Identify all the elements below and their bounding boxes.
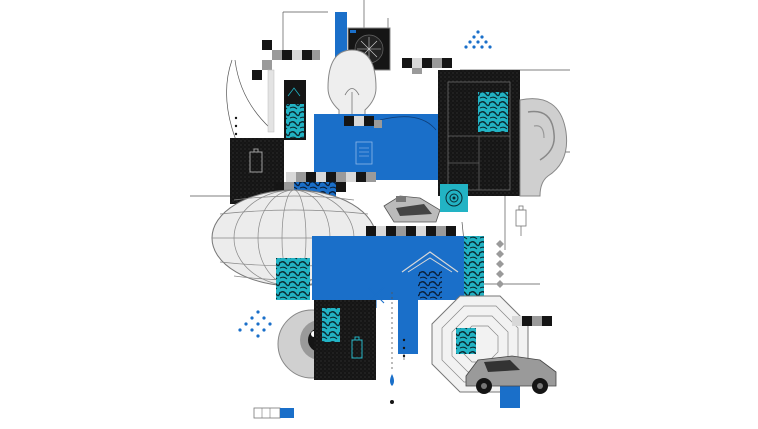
usb-drive-icon: [515, 205, 527, 236]
dot-marks: [234, 116, 406, 358]
car-icon: [465, 355, 557, 394]
pixel-strip-mid: [344, 116, 382, 128]
battery-icon: [249, 148, 263, 173]
blue-block-center: [314, 114, 438, 180]
pixel-strip-top-right: [402, 58, 452, 74]
ear-icon: [519, 98, 568, 197]
drop-line: [390, 292, 394, 404]
dot-triangle-icon: [464, 30, 492, 49]
blue-bar-top: [335, 12, 347, 62]
pixel-strip-bottom-left: [253, 407, 294, 419]
car-debris: [383, 195, 441, 223]
pixel-strip-top-left: [252, 40, 320, 80]
teal-column: [464, 236, 484, 300]
pixel-strip-bottom-right: [512, 316, 552, 326]
black-panel-bottom: [314, 300, 376, 380]
pixel-strip-lower: [366, 226, 456, 236]
dot-triangle-bottom: [238, 310, 272, 338]
left-column-panel: [267, 69, 306, 140]
battery-icon: [351, 336, 363, 359]
diamond-column: [496, 240, 504, 288]
house-icon: [401, 251, 459, 300]
target-teal: [440, 184, 468, 212]
black-panel-right: [438, 70, 520, 196]
